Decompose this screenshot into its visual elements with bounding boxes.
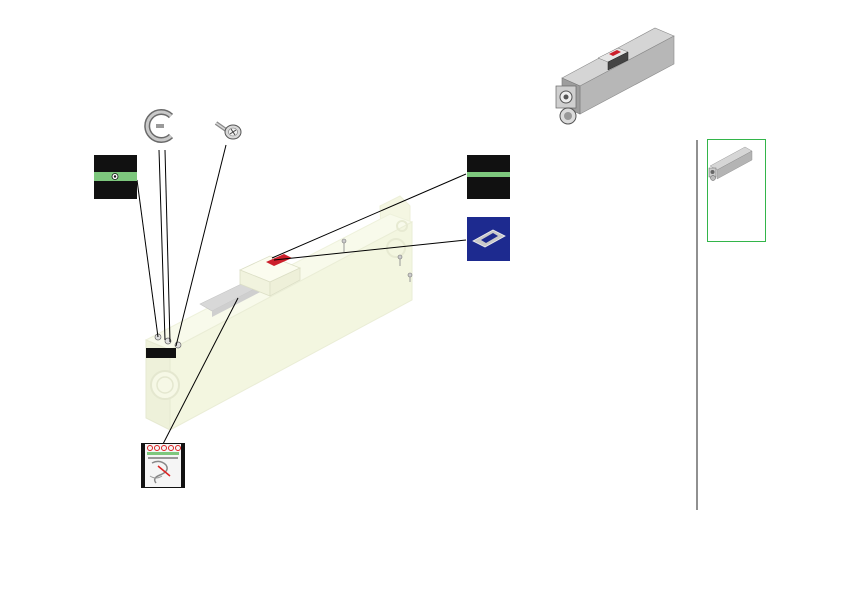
- housing-body: [144, 195, 414, 431]
- housing-screws: [341, 238, 413, 282]
- red-tab: [266, 254, 292, 266]
- screw-icon[interactable]: [214, 121, 242, 140]
- leader-lines: [136, 144, 467, 445]
- warning-symbols: [147, 445, 181, 451]
- thumbnail-frame[interactable]: [707, 139, 766, 242]
- warning-label-icon[interactable]: [141, 443, 185, 488]
- raised-block: [238, 254, 302, 297]
- gasket-icon[interactable]: [467, 217, 510, 261]
- label-icon-left[interactable]: [94, 155, 137, 199]
- assembled-product-render: [553, 8, 681, 130]
- front-black-label: [146, 348, 176, 358]
- e-clip-icon[interactable]: [140, 102, 184, 150]
- label-icon-right[interactable]: [467, 155, 510, 199]
